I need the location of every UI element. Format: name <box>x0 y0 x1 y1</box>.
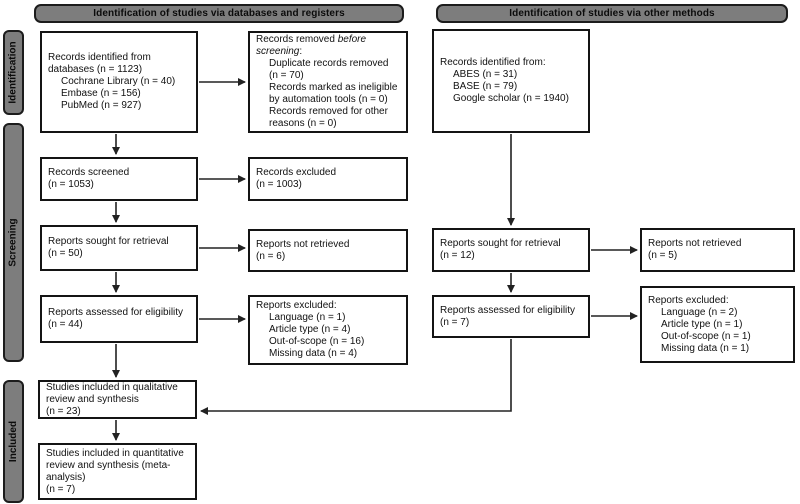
box-text-line: Records marked as ineligible <box>269 82 398 93</box>
box-studies-included-qualitative: Studies included in qualitative review a… <box>38 380 197 419</box>
box-text-line: Article type (n = 4) <box>269 324 351 335</box>
box-text-line: (n = 70) <box>269 70 304 81</box>
box-text-line: screening: <box>256 46 303 57</box>
box-text-line: Records identified from: <box>440 57 546 68</box>
box-text-line: (n = 1053) <box>48 179 94 190</box>
box-records-identified-other: Records identified from: ABES (n = 31) B… <box>432 29 590 133</box>
stage-screening-label: Screening <box>8 218 20 267</box>
box-text-line: Studies included in qualitative <box>46 381 178 393</box>
box-text-line: Missing data (n = 4) <box>269 348 358 359</box>
box-records-screened: Records screened (n = 1053) <box>40 157 198 201</box>
stage-included: Included <box>3 380 24 503</box>
box-text-line: Reports not retrieved <box>648 238 742 249</box>
box-text-line: review and synthesis (meta- <box>46 459 171 471</box>
box-text-line: (n = 12) <box>440 250 475 261</box>
box-text-line: Reports excluded: <box>648 294 729 306</box>
stage-identification: Identification <box>3 30 24 115</box>
box-text-line: Records identified from <box>48 52 151 63</box>
box-text-line: Records removed before <box>256 34 367 45</box>
box-text-line: (n = 5) <box>648 250 678 261</box>
box-text-line: Reports assessed for eligibility <box>48 307 184 318</box>
box-records-excluded: Records excluded (n = 1003) <box>248 157 408 201</box>
box-text-line: databases (n = 1123) <box>48 64 143 75</box>
box-reports-not-retrieved-other: Reports not retrieved (n = 5) <box>640 228 795 272</box>
box-text-line: Records removed for other <box>269 106 388 117</box>
box-text-line: (n = 6) <box>256 250 286 262</box>
box-text-line: (n = 50) <box>48 248 83 259</box>
box-text-line: (n = 7) <box>440 316 470 328</box>
box-text-line: Reports sought for retrieval <box>48 236 169 247</box>
box-text-line: Out-of-scope (n = 1) <box>661 330 751 342</box>
box-text-line: (n = 7) <box>46 483 76 495</box>
box-text-line: Missing data (n = 1) <box>661 342 750 354</box>
box-reports-excluded-other: Reports excluded: Language (n = 2) Artic… <box>640 286 795 363</box>
box-text-line: reasons (n = 0) <box>269 118 337 129</box>
banner-other-methods: Identification of studies via other meth… <box>436 4 788 23</box>
banner-databases-registers-label: Identification of studies via databases … <box>93 8 345 19</box>
box-records-identified-databases: Records identified from databases (n = 1… <box>40 31 198 133</box>
box-reports-excluded-databases: Reports excluded: Language (n = 1) Artic… <box>248 295 408 365</box>
box-text-line: by automation tools (n = 0) <box>269 94 388 105</box>
box-text-line: (n = 44) <box>48 319 83 330</box>
box-studies-included-quantitative: Studies included in quantitative review … <box>38 443 197 500</box>
box-text-line: Cochrane Library (n = 40) <box>61 76 176 87</box>
box-text-line: PubMed (n = 927) <box>61 100 142 111</box>
box-reports-not-retrieved-databases: Reports not retrieved (n = 6) <box>248 229 408 272</box>
box-text-line: Language (n = 2) <box>661 306 738 318</box>
box-text-line: review and synthesis <box>46 393 139 405</box>
box-text-line: Records screened <box>48 167 130 178</box>
box-reports-assessed-databases: Reports assessed for eligibility (n = 44… <box>40 295 198 343</box>
stage-screening: Screening <box>3 123 24 362</box>
box-text-line: Article type (n = 1) <box>661 318 743 330</box>
banner-databases-registers: Identification of studies via databases … <box>34 4 404 23</box>
box-text-line: Reports sought for retrieval <box>440 238 561 249</box>
box-text-line: Embase (n = 156) <box>61 88 141 99</box>
stage-identification-label: Identification <box>8 41 20 104</box>
box-text-line: Reports excluded: <box>256 300 337 311</box>
box-text-line: Out-of-scope (n = 16) <box>269 336 365 347</box>
box-text-line: Reports not retrieved <box>256 238 350 250</box>
box-reports-assessed-other: Reports assessed for eligibility (n = 7) <box>432 295 590 338</box>
box-reports-sought-other: Reports sought for retrieval (n = 12) <box>432 228 590 272</box>
box-text-line: Language (n = 1) <box>269 312 346 323</box>
box-text-line: Records excluded <box>256 167 337 178</box>
box-text-line: ABES (n = 31) <box>453 69 518 80</box>
box-text-line: Studies included in quantitative <box>46 447 184 459</box>
box-text-line: analysis) <box>46 471 86 483</box>
box-reports-sought-databases: Reports sought for retrieval (n = 50) <box>40 225 198 271</box>
box-text-line: Duplicate records removed <box>269 58 389 69</box>
stage-included-label: Included <box>8 420 19 463</box>
box-text-line: BASE (n = 79) <box>453 81 518 92</box>
banner-other-methods-label: Identification of studies via other meth… <box>509 8 715 19</box>
box-text-line: Reports assessed for eligibility <box>440 304 576 316</box>
box-records-removed-before-screening: Records removed before screening: Duplic… <box>248 31 408 133</box>
box-text-line: Google scholar (n = 1940) <box>453 93 569 104</box>
box-text-line: (n = 1003) <box>256 179 302 190</box>
box-text-line: (n = 23) <box>46 405 81 417</box>
